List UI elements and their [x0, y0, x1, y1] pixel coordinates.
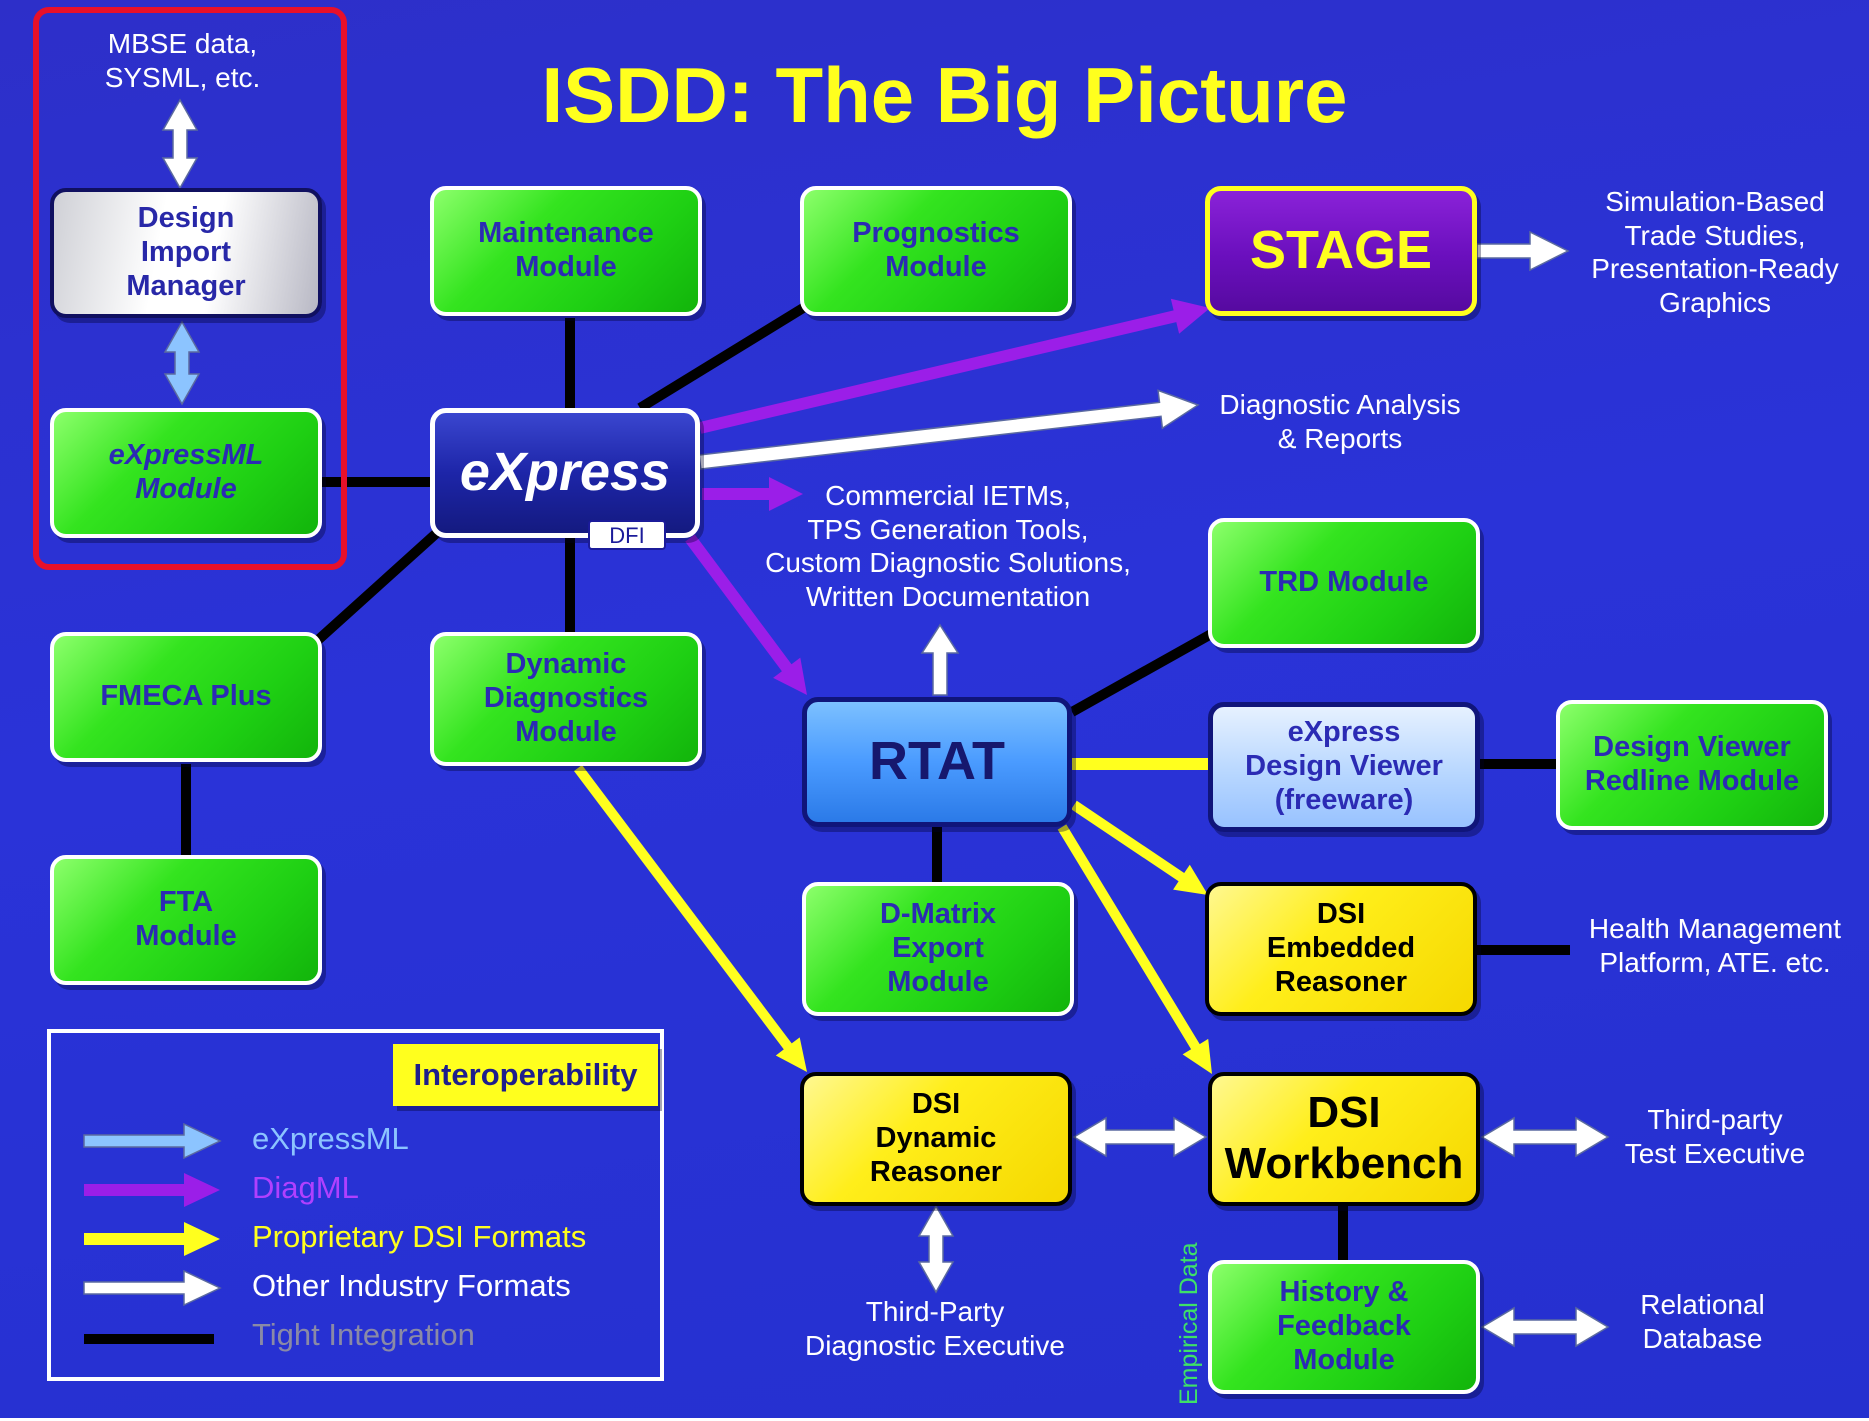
history-feedback-module-box: History & Feedback Module: [1208, 1260, 1480, 1394]
arrow-dynamic-diagnostics-reasoner: [574, 765, 807, 1072]
legend-label-diagml: DiagML: [252, 1170, 359, 1205]
line-fmeca-express: [314, 526, 444, 644]
legend-swatch-1: [84, 1173, 220, 1207]
legend-swatch-2: [84, 1222, 220, 1256]
maintenance-module-box: Maintenance Module: [430, 186, 702, 316]
fmeca-plus-box: FMECA Plus: [50, 632, 322, 762]
dsi-workbench-box: DSI Workbench: [1208, 1072, 1480, 1206]
arrow-dynamic-reasoner-workbench: [1072, 1116, 1208, 1158]
legend-title: Interoperability: [393, 1044, 658, 1106]
arrow-express-stage: [698, 298, 1210, 434]
arrow-dynamic-reasoner-third-party-diag: [917, 1204, 955, 1294]
design-viewer-redline-module-box: Design Viewer Redline Module: [1556, 700, 1828, 830]
highlight-rectangle: [33, 7, 347, 570]
page-title: ISDD: The Big Picture: [541, 51, 1348, 139]
legend-label-tight-integration: Tight Integration: [252, 1317, 475, 1352]
arrow-workbench-third-party-test: [1480, 1116, 1610, 1158]
arrow-rtat-workbench: [1057, 824, 1212, 1074]
fta-module-box: FTA Module: [50, 855, 322, 985]
arrow-design-import-expressml: [163, 320, 201, 406]
legend-label-expressml: eXpressML: [252, 1121, 409, 1156]
expressml-module-box: eXpressML Module: [50, 408, 322, 538]
arrow-history-relational-db: [1480, 1306, 1610, 1348]
third-party-diagnostic-executive-label: Third-Party Diagnostic Executive: [805, 1296, 1065, 1361]
dsi-dynamic-reasoner-box: DSI Dynamic Reasoner: [800, 1072, 1072, 1206]
legend-panel: [47, 1029, 664, 1381]
express-design-viewer-box: eXpress Design Viewer (freeware): [1208, 702, 1480, 832]
legend-swatch-3: [83, 1269, 222, 1307]
legend-swatch-0: [83, 1122, 222, 1160]
commercial-ietms-label: Commercial IETMs, TPS Generation Tools, …: [765, 480, 1131, 612]
prognostics-module-box: Prognostics Module: [800, 186, 1072, 316]
tight-integration-lines: [181, 300, 1570, 1260]
design-import-manager-box: Design Import Manager: [50, 188, 322, 318]
line-prognostics-express: [637, 300, 811, 413]
relational-database-label: Relational Database: [1640, 1289, 1765, 1354]
dmatrix-export-module-box: D-Matrix Export Module: [802, 882, 1074, 1016]
arrow-express-rtat: [685, 534, 807, 695]
empirical-data-label: Empirical Data: [1175, 1242, 1203, 1405]
trd-module-box: TRD Module: [1208, 518, 1480, 648]
dsi-embedded-reasoner-box: DSI Embedded Reasoner: [1205, 882, 1477, 1016]
mbse-data-label: MBSE data, SYSML, etc.: [104, 28, 261, 93]
stage-outputs-label: Simulation-Based Trade Studies, Presenta…: [1591, 186, 1839, 318]
arrow-stage-outputs: [1476, 230, 1570, 272]
arrow-express-commercial: [702, 477, 803, 511]
arrow-express-diagnostic-analysis: [698, 389, 1200, 470]
third-party-test-executive-label: Third-party Test Executive: [1624, 1104, 1806, 1169]
legend-label-other-industry: Other Industry Formats: [252, 1268, 571, 1303]
health-management-label: Health Management Platform, ATE. etc.: [1588, 913, 1842, 978]
express-box: eXpress: [430, 408, 700, 538]
arrow-rtat-embedded: [1071, 800, 1208, 895]
diagnostic-analysis-label: Diagnostic Analysis & Reports: [1219, 389, 1461, 454]
legend-label-proprietary: Proprietary DSI Formats: [252, 1219, 587, 1254]
dfi-badge: DFI: [588, 520, 666, 550]
arrow-rtat-commercial: [920, 623, 960, 696]
stage-box: STAGE: [1205, 186, 1477, 316]
line-rtat-trd: [1069, 628, 1216, 717]
rtat-box: RTAT: [802, 697, 1072, 827]
dynamic-diagnostics-module-box: Dynamic Diagnostics Module: [430, 632, 702, 766]
